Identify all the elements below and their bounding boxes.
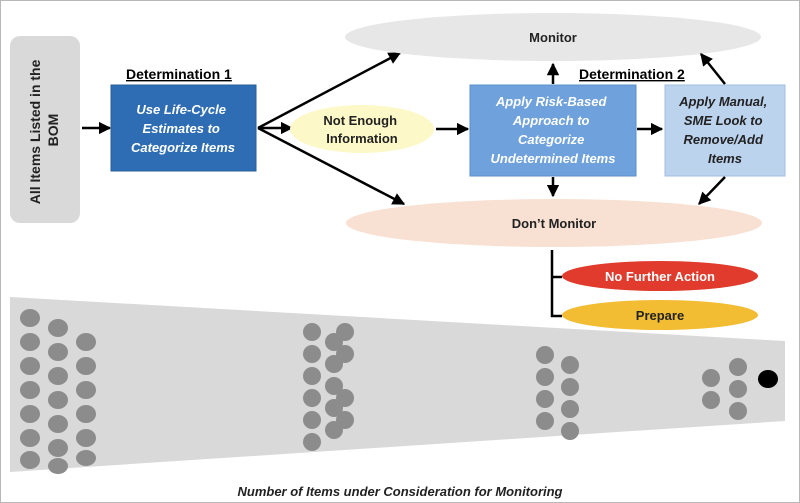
- manual-review-box-text: Apply Manual, SME Look to Remove/Add Ite…: [678, 94, 771, 166]
- monitor-label: Monitor: [529, 30, 577, 45]
- item-dot: [336, 411, 354, 429]
- arrow-manual-to-dont-monitor: [698, 176, 726, 205]
- life-cycle-box: [110, 84, 257, 172]
- item-dots: [20, 309, 778, 474]
- item-dot: [702, 369, 720, 387]
- item-dot: [48, 367, 68, 385]
- item-dot: [48, 343, 68, 361]
- item-group-stage-1: [20, 309, 96, 474]
- determination-1-label: Determination 1: [126, 66, 232, 82]
- prepare-ellipse: [562, 300, 758, 330]
- funnel-caption: Number of Items under Consideration for …: [238, 484, 563, 499]
- item-dot: [561, 400, 579, 418]
- item-dot: [303, 389, 321, 407]
- connector-dont-monitor-outcomes: [550, 250, 562, 318]
- item-dot: [729, 402, 747, 420]
- item-group-stage-3: [536, 346, 579, 440]
- item-dot: [303, 411, 321, 429]
- item-dot: [48, 391, 68, 409]
- dont-monitor-label: Don’t Monitor: [512, 216, 596, 231]
- not-enough-information-ellipse: [290, 105, 434, 153]
- item-dot: [48, 415, 68, 433]
- risk-based-box-text: Apply Risk-Based Approach to Categorize …: [491, 94, 616, 166]
- item-dot: [702, 391, 720, 409]
- item-dot: [303, 367, 321, 385]
- item-dot: [76, 450, 96, 466]
- item-dot: [536, 368, 554, 386]
- item-dot: [48, 319, 68, 337]
- item-dot: [303, 433, 321, 451]
- prepare-label: Prepare: [636, 308, 684, 323]
- item-dot: [325, 377, 343, 395]
- item-dot: [561, 356, 579, 374]
- manual-review-box: [664, 84, 786, 177]
- item-group-stage-2: [303, 323, 354, 451]
- item-dot: [20, 451, 40, 469]
- item-dot: [20, 405, 40, 423]
- item-dot: [561, 378, 579, 396]
- no-further-action-label: No Further Action: [605, 269, 715, 284]
- item-dot: [729, 358, 747, 376]
- item-dot: [48, 458, 68, 474]
- item-dot: [76, 405, 96, 423]
- bom-source-label: All Items Listed in the BOM: [27, 56, 61, 205]
- highlighted-item-dot: [758, 370, 778, 388]
- item-dot: [303, 323, 321, 341]
- item-dot: [48, 439, 68, 457]
- bom-source-box: [10, 36, 80, 223]
- item-dot: [536, 390, 554, 408]
- item-dot: [536, 346, 554, 364]
- item-dot: [729, 380, 747, 398]
- dont-monitor-ellipse: [346, 199, 762, 247]
- item-dot: [536, 412, 554, 430]
- item-dot: [76, 429, 96, 447]
- item-dot: [20, 333, 40, 351]
- monitor-ellipse: [345, 13, 761, 61]
- items-funnel-band: [10, 297, 785, 472]
- item-dot: [561, 422, 579, 440]
- item-dot: [76, 381, 96, 399]
- item-dot: [303, 345, 321, 363]
- item-dot: [20, 357, 40, 375]
- item-dot: [336, 389, 354, 407]
- item-dot: [336, 345, 354, 363]
- item-dot: [76, 333, 96, 351]
- not-enough-information-text: Not Enough Information: [323, 113, 400, 146]
- item-dot: [76, 357, 96, 375]
- risk-based-box: [469, 84, 637, 177]
- item-dot: [20, 381, 40, 399]
- item-dot: [20, 429, 40, 447]
- no-further-action-ellipse: [562, 261, 758, 291]
- life-cycle-box-text: Use Life-Cycle Estimates to Categorize I…: [131, 102, 235, 155]
- arrow-lifecycle-to-dont-monitor: [257, 126, 406, 206]
- determination-2-label: Determination 2: [579, 66, 685, 82]
- arrow-manual-to-monitor: [700, 53, 726, 85]
- item-dot: [20, 309, 40, 327]
- arrow-lifecycle-to-monitor: [257, 51, 402, 130]
- item-group-stage-4: [702, 358, 778, 420]
- item-dot: [336, 323, 354, 341]
